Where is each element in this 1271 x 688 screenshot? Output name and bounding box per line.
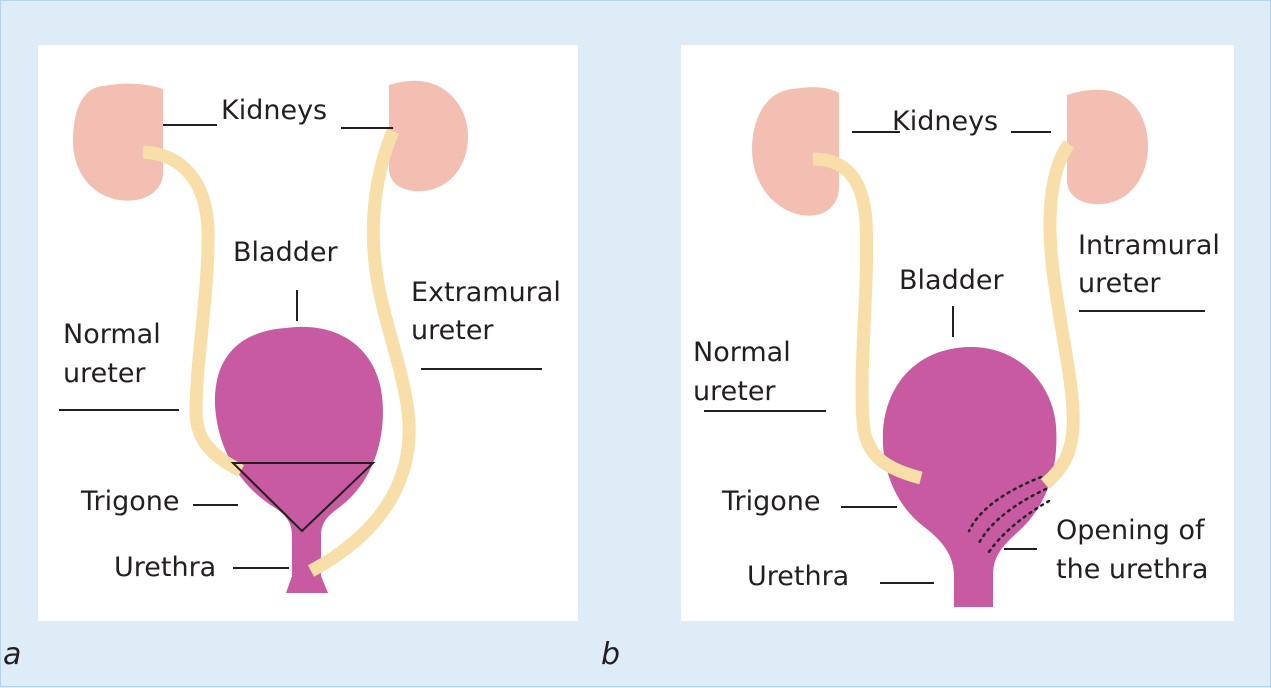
left-kidney-b xyxy=(752,87,839,216)
extramural-label-line1: Extramural xyxy=(411,277,561,308)
right-kidney xyxy=(389,80,468,192)
urethra-opening-dots-3 xyxy=(985,499,1051,557)
bladder xyxy=(214,326,383,593)
panel-b: Kidneys Bladder Intramural ureter Normal… xyxy=(601,45,1234,672)
normal-ureter xyxy=(142,145,245,477)
bladder-b xyxy=(882,347,1057,607)
intramural-ureter xyxy=(1040,140,1080,489)
opening-label-line2: the urethra xyxy=(1056,554,1208,585)
urethra-label: Urethra xyxy=(114,552,216,583)
extramural-label-line2: ureter xyxy=(411,315,494,346)
extramural-ureter xyxy=(307,128,416,577)
trigone-label-b: Trigone xyxy=(721,486,821,517)
urethra-label-b: Urethra xyxy=(747,561,849,592)
trigone-triangle xyxy=(230,462,376,533)
panel-a: Kidneys Bladder Normal ureter Extramural… xyxy=(3,45,578,672)
bladder-label-b: Bladder xyxy=(899,265,1004,296)
trigone-label: Trigone xyxy=(80,486,180,517)
left-kidney xyxy=(73,83,163,201)
normal-ureter-label-line2: ureter xyxy=(63,358,146,389)
intramural-label-line2: ureter xyxy=(1078,268,1161,299)
bladder-label: Bladder xyxy=(233,237,338,268)
right-kidney-b xyxy=(1067,89,1148,205)
normal-ureter-label-b-line2: ureter xyxy=(693,376,776,407)
panel-b-letter: b xyxy=(601,637,620,672)
panel-a-letter: a xyxy=(3,637,21,672)
urethra-opening-dots-2 xyxy=(977,487,1048,545)
urethra-opening-dots-1 xyxy=(967,475,1043,533)
kidneys-label-b: Kidneys xyxy=(892,106,998,137)
kidneys-label: Kidneys xyxy=(221,95,327,126)
normal-ureter-label-b-line1: Normal xyxy=(693,337,791,368)
opening-label-line1: Opening of xyxy=(1056,515,1206,546)
intramural-label-line1: Intramural xyxy=(1078,230,1220,261)
normal-ureter-label-line1: Normal xyxy=(63,319,161,350)
normal-ureter-b xyxy=(812,152,923,485)
